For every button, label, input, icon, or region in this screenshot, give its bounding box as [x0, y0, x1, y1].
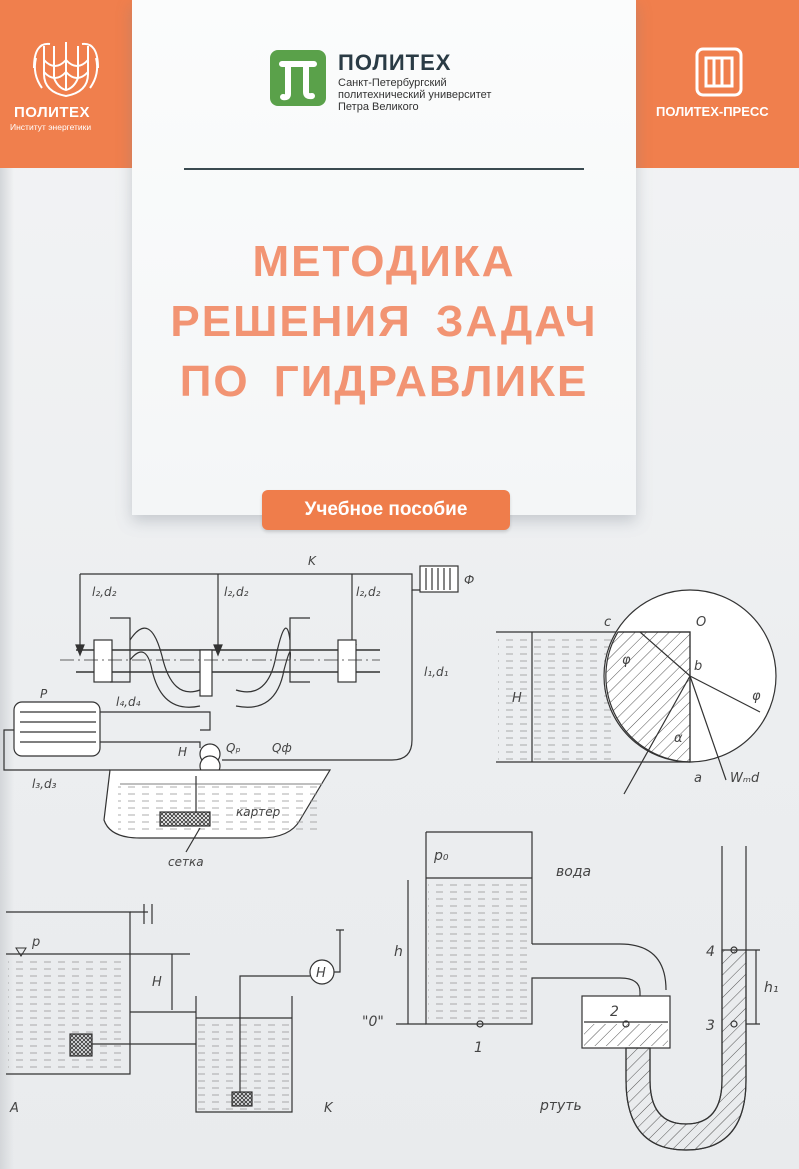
university-desc-line: политехнический университет — [338, 89, 492, 101]
manometer-labels: p₀ вода h "0" 1 2 3 4 h₁ ртуть — [362, 848, 779, 1114]
label-a: A — [9, 1101, 19, 1116]
label-h: h — [394, 944, 403, 960]
label-point-2: 2 — [610, 1004, 619, 1020]
label-h: Н — [178, 745, 187, 759]
title-panel: ПОЛИТЕХ Санкт-Петербургский политехничес… — [132, 0, 636, 515]
university-logo-icon — [270, 50, 326, 106]
label-c: c — [604, 615, 611, 630]
label-phi: φ — [622, 653, 631, 668]
label-b: b — [694, 659, 702, 674]
spine-shadow — [0, 0, 14, 1169]
book-type-badge: Учебное пособие — [262, 490, 510, 530]
university-desc-line: Санкт-Петербургский — [338, 77, 447, 89]
label-karter: картер — [236, 805, 281, 819]
label-l2d2: l₂,d₂ — [356, 585, 381, 599]
label-wmd: Wₘd — [730, 771, 760, 786]
divider-rule — [184, 168, 584, 170]
publisher-corner: ПОЛИТЕХ-ПРЕСС — [636, 0, 799, 168]
label-p: P — [40, 687, 48, 701]
institute-subtitle: Институт энергетики — [10, 122, 92, 132]
label-l1d1: l₁,d₁ — [424, 665, 449, 679]
title-line: РЕШЕНИЯ ЗАДАЧ — [170, 297, 598, 346]
gate-labels: c O φ b φ H α a Wₘd — [512, 615, 761, 786]
label-l2d2: l₂,d₂ — [92, 585, 117, 599]
label-zero: "0" — [362, 1014, 384, 1030]
label-k: K — [308, 554, 317, 568]
label-voda: вода — [556, 864, 591, 880]
label-p: p — [31, 935, 40, 950]
label-a: a — [694, 771, 702, 786]
label-phi: φ — [752, 689, 761, 704]
label-setka: сетка — [168, 855, 204, 869]
tanks-labels: p H H A K — [9, 935, 334, 1116]
book-title: МЕТОДИКА РЕШЕНИЯ ЗАДАЧ ПО ГИДРАВЛИКЕ — [132, 232, 636, 412]
publisher-brand: ПОЛИТЕХ-ПРЕСС — [656, 104, 769, 119]
label-h: H — [512, 691, 522, 706]
label-f: Ф — [464, 573, 474, 587]
title-line: МЕТОДИКА — [252, 237, 516, 286]
manometer-diagram — [396, 831, 760, 1151]
title-line: ПО ГИДРАВЛИКЕ — [179, 357, 589, 406]
institute-brand: ПОЛИТЕХ — [14, 104, 91, 121]
label-l3d3: l₃,d₃ — [32, 777, 57, 791]
label-qp: Qₚ — [226, 741, 241, 755]
label-qf: Qф — [272, 741, 292, 755]
label-l4d4: l₄,d₄ — [116, 695, 141, 709]
hydraulics-drawings: K Ф l₂,d₂ l₂,d₂ l₂,d₂ P l₄,d₄ l₁,d₁ Н Qₚ… — [3, 554, 779, 1151]
label-rtut: ртуть — [539, 1098, 582, 1114]
label-alpha: α — [674, 731, 683, 746]
engine-lubrication-diagram — [3, 565, 459, 853]
university-desc-line: Петра Великого — [338, 101, 419, 113]
engine-labels: K Ф l₂,d₂ l₂,d₂ l₂,d₂ P l₄,d₄ l₁,d₁ Н Qₚ… — [32, 554, 474, 869]
gate-diagram — [496, 589, 777, 795]
university-description: Санкт-Петербургский политехнический унив… — [338, 77, 491, 113]
label-pump-h: H — [316, 966, 326, 981]
label-point-4: 4 — [706, 944, 715, 960]
university-name: ПОЛИТЕХ — [338, 50, 452, 75]
label-point-1: 1 — [474, 1040, 483, 1056]
label-h1: h₁ — [764, 980, 779, 996]
label-p0: p₀ — [433, 848, 449, 864]
energy-institute-logo-icon — [33, 42, 99, 98]
publisher-logo-icon — [695, 47, 743, 97]
label-h: H — [152, 975, 162, 990]
label-point-3: 3 — [706, 1018, 715, 1034]
label-o: O — [696, 615, 706, 630]
tanks-diagram — [6, 904, 344, 1113]
label-k: K — [324, 1101, 334, 1116]
label-l2d2: l₂,d₂ — [224, 585, 249, 599]
institute-corner: ПОЛИТЕХ Институт энергетики — [0, 0, 132, 168]
